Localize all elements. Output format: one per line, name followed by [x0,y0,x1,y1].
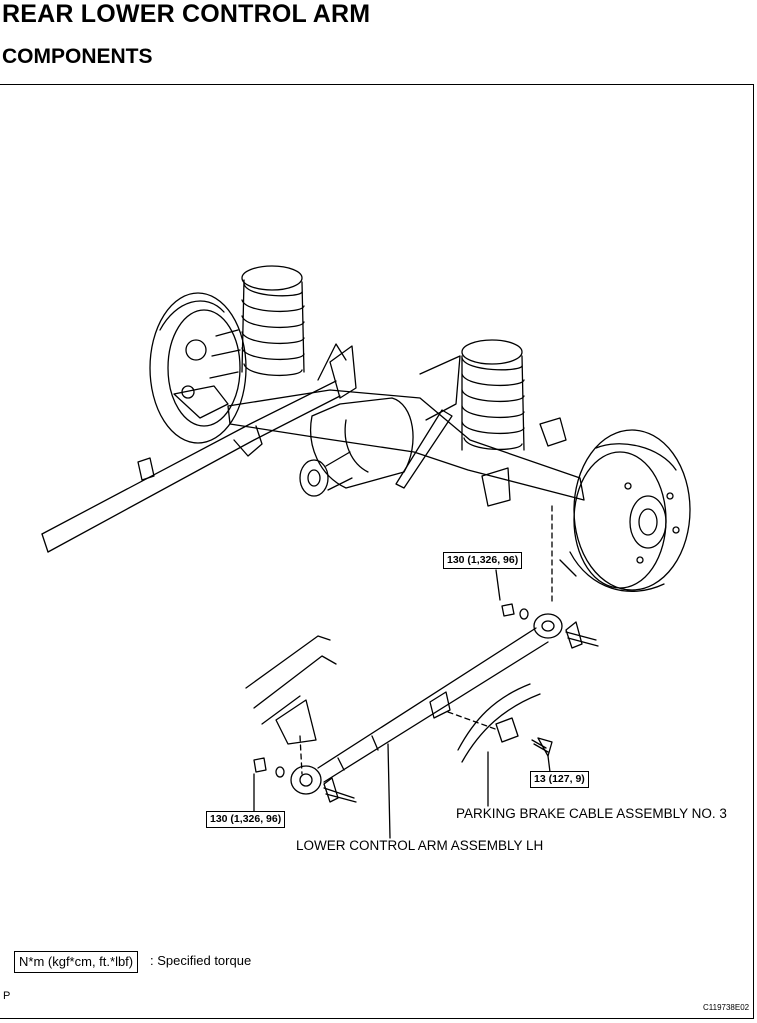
diagram-frame [0,84,754,1019]
torque-label-upper-nut: 130 (1,326, 96) [443,552,523,569]
left-coil-spring [241,265,305,377]
section-subtitle: COMPONENTS [2,45,153,68]
torque-label-lower-nut: 130 (1,326, 96) [206,811,286,828]
parking-brake-cable [457,683,553,763]
upper-mounting-hardware [501,603,599,649]
callout-parking-brake-cable: PARKING BRAKE CABLE ASSEMBLY NO. 3 [456,806,727,821]
leader-control-arm [387,743,391,839]
leader-upper-nut [495,569,501,601]
torque-legend-text: : Specified torque [150,953,252,968]
right-coil-spring [461,339,525,451]
cable-bracket-leader [447,711,499,731]
rear-axle-housing [227,343,585,507]
page-letter: P [3,990,11,1002]
right-brake-rotor [559,429,691,592]
lower-mounting-hardware [253,757,357,803]
lower-control-arm [290,613,563,795]
left-brake-backing-plate [149,292,247,444]
body-floor-outline [245,635,337,745]
body-bracket-leader [299,735,303,775]
stabilizer-bar [41,380,341,553]
torque-unit-legend: N*m (kgf*cm, ft.*lbf) [14,951,139,973]
illustration-code: C119738E02 [703,1003,750,1012]
page-title: REAR LOWER CONTROL ARM [2,0,371,28]
callout-lower-control-arm: LOWER CONTROL ARM ASSEMBLY LH [296,838,544,853]
torque-label-cable-bolt: 13 (127, 9) [530,771,589,788]
leader-cable-bolt [547,755,551,773]
